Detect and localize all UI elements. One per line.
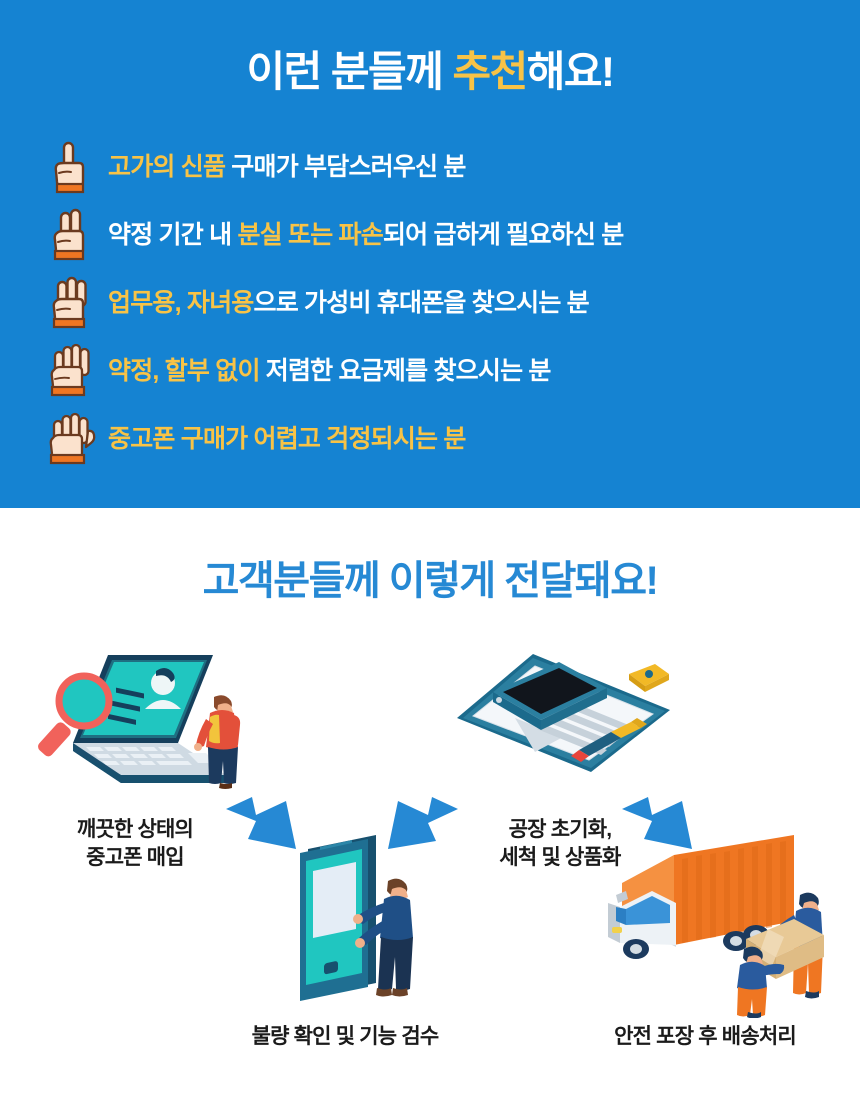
title-part-2: 해요! [526, 48, 615, 95]
step-4-caption: 안전 포장 후 배송처리 [555, 1023, 855, 1051]
clipboard-phone-pen-icon [455, 648, 690, 823]
arrow-up-right-2 [382, 791, 462, 857]
arrow-down-right-3 [618, 791, 696, 857]
laptop-magnifier-inspection-icon [38, 643, 268, 828]
delivery-truck-workers-icon [608, 833, 858, 1018]
step-3-caption: 공장 초기화, 세척 및 상품화 [420, 816, 700, 871]
step-3-caption-line-2: 세척 및 상품화 [499, 845, 621, 869]
list-item-label: 약정 기간 내 분실 또는 파손되어 급하게 필요하신 분 [108, 220, 624, 249]
step-1-caption: 깨끗한 상태의 중고폰 매입 [10, 816, 260, 871]
list-item-label: 업무용, 자녀용으로 가성비 휴대폰을 찾으시는 분 [108, 288, 590, 317]
page-title: 이런 분들께 추천해요! [0, 38, 860, 99]
segment-plain: 약정 기간 내 [108, 220, 238, 249]
hand-one-finger-icon [48, 137, 98, 197]
list-item-label: 약정, 할부 없이 저렴한 요금제를 찾으시는 분 [108, 356, 552, 385]
step-2-caption-line-1: 불량 확인 및 기능 검수 [251, 1025, 440, 1048]
step-1-caption-line-1: 깨끗한 상태의 [76, 818, 194, 841]
title-highlight: 추천 [452, 48, 528, 95]
list-item: 업무용, 자녀용으로 가성비 휴대폰을 찾으시는 분 [48, 269, 838, 337]
list-item: 약정, 할부 없이 저렴한 요금제를 찾으시는 분 [48, 337, 838, 405]
segment-highlight: 약정, 할부 없이 [108, 356, 260, 385]
recommendation-section: 이런 분들께 추천해요! 고가의 신품 구매가 부담스러우신 [0, 0, 860, 508]
segment-plain-2: 되어 급하게 필요하신 분 [382, 220, 624, 249]
title-part-1: 이런 분들께 [246, 48, 453, 95]
process-section: 고객분들께 이렇게 전달돼요! [0, 508, 860, 1100]
process-flow: 깨끗한 상태의 중고폰 매입 [0, 508, 860, 1100]
recommendation-list: 고가의 신품 구매가 부담스러우신 분 [48, 133, 838, 473]
list-item: 고가의 신품 구매가 부담스러우신 분 [48, 133, 838, 201]
list-item: 약정 기간 내 분실 또는 파손되어 급하게 필요하신 분 [48, 201, 838, 269]
segment-plain: 으로 가성비 휴대폰을 찾으시는 분 [253, 288, 590, 317]
step-1-caption-line-2: 중고폰 매입 [86, 845, 184, 869]
hand-four-fingers-icon [48, 341, 98, 401]
list-item: 중고폰 구매가 어렵고 걱정되시는 분 [48, 405, 838, 473]
arrow-down-right-1-shape [222, 791, 300, 857]
tablet-touch-test-icon [280, 833, 470, 1013]
step-2-caption: 불량 확인 및 기능 검수 [195, 1023, 495, 1051]
hand-two-fingers-icon [48, 205, 98, 265]
segment-highlight: 업무용, 자녀용 [108, 288, 254, 317]
step-3-caption-line-1: 공장 초기화, [508, 818, 612, 841]
list-item-label: 중고폰 구매가 어렵고 걱정되시는 분 [108, 424, 466, 453]
segment-highlight: 분실 또는 파손 [237, 220, 383, 249]
process-title: 고객분들께 이렇게 전달돼요! [202, 559, 659, 603]
segment-highlight: 고가의 신품 [108, 152, 226, 181]
segment-highlight: 중고폰 구매가 어렵고 걱정되시는 분 [108, 424, 466, 453]
step-4-caption-line-1: 안전 포장 후 배송처리 [614, 1025, 797, 1048]
segment-plain: 저렴한 요금제를 찾으시는 분 [259, 356, 552, 385]
segment-plain: 구매가 부담스러우신 분 [225, 152, 466, 181]
hand-three-fingers-icon [48, 273, 98, 333]
list-item-label: 고가의 신품 구매가 부담스러우신 분 [108, 152, 466, 181]
hand-five-fingers-icon [48, 409, 98, 469]
